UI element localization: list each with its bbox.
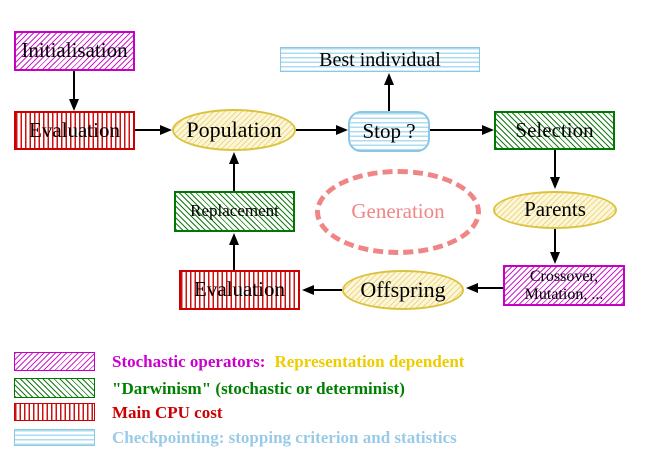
legend-swatch-darwinism [14,378,95,398]
node-crossover-mutation: Crossover, Mutation, ... [503,265,625,306]
legend-swatch-cpu-cost [14,403,95,421]
legend-swatch-checkpointing [14,429,95,446]
node-best-individual: Best individual [280,47,480,72]
legend-label-cpu-cost: Main CPU cost [112,403,223,422]
generation-loop-ellipse: Generation [315,169,481,255]
node-initialisation: Initialisation [14,31,135,71]
legend-text-stochastic: Stochastic operators: [112,352,266,371]
crossover-line2: Mutation, ... [524,285,604,303]
node-evaluation-top: Evaluation [14,111,135,150]
legend-label-checkpointing: Checkpointing: stopping criterion and st… [112,428,457,447]
node-evaluation-bottom: Evaluation [179,270,300,310]
legend-label-darwinism: "Darwinism" (stochastic or determinist) [112,379,405,398]
legend-label-stochastic-operators: Stochastic operators: Representation depe… [112,352,464,372]
node-population: Population [172,109,296,151]
legend-text-representation: Representation dependent [274,352,465,371]
node-parents: Parents [493,191,617,229]
node-selection: Selection [494,111,615,150]
crossover-line1: Crossover, [529,267,599,285]
node-offspring: Offspring [342,270,464,310]
node-replacement: Replacement [174,191,295,232]
legend-swatch-stochastic-operators [14,352,95,371]
node-stop: Stop ? [348,111,430,152]
